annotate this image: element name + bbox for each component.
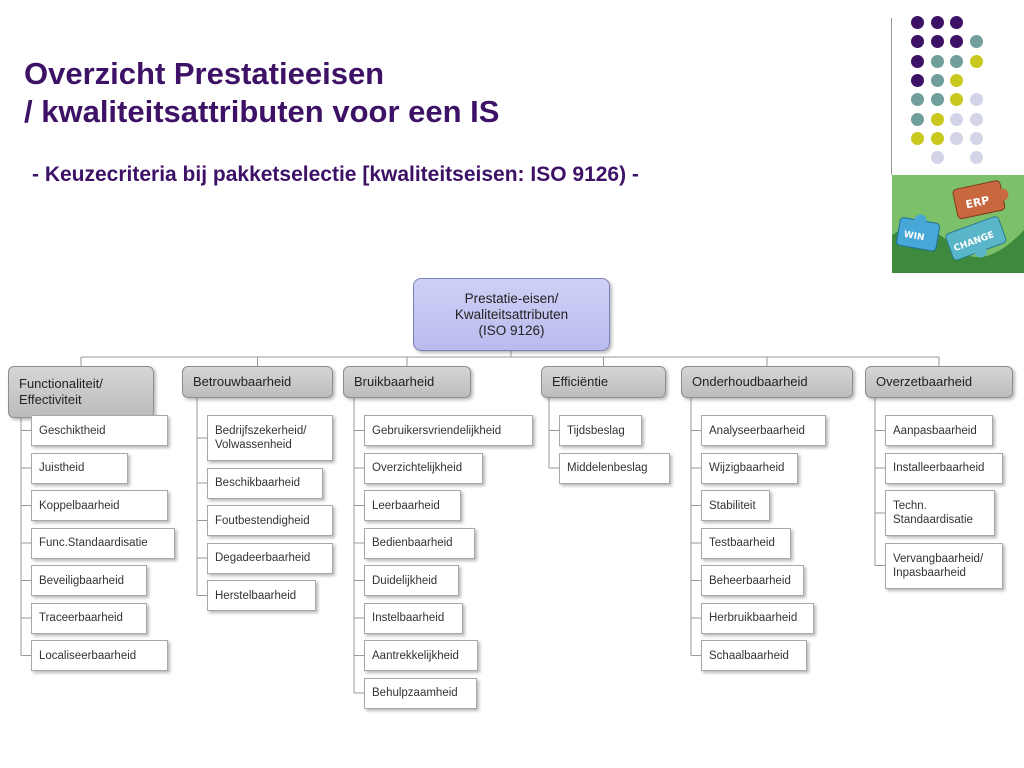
attribute-node: Gebruikersvriendelijkheid [364,415,533,446]
attribute-node: Techn. Standaardisatie [885,490,995,536]
attribute-node: Aantrekkelijkheid [364,640,478,671]
attribute-node: Herbruikbaarheid [701,602,814,634]
attribute-node: Analyseerbaarheid [701,415,826,446]
decorative-dot [950,54,963,68]
attribute-node: Func.Standaardisatie [31,527,175,559]
attribute-node: Geschiktheid [31,415,168,446]
decorative-dot [930,112,944,126]
category-node: Efficiëntie [541,366,666,398]
erp-puzzle-image: ERP WIN CHANGE [892,175,1024,273]
decorative-dot [969,54,983,68]
decorative-dot [950,93,963,107]
decorative-dot [930,93,944,107]
decorative-dot [911,93,924,107]
attribute-node: Beveiligbaarheid [31,565,147,596]
decorative-dot [950,16,963,29]
slide-title: Overzicht Prestatieeisen / kwaliteitsatt… [24,55,499,131]
attribute-node: Instelbaarheid [364,602,463,634]
decorative-dot [969,151,983,165]
connector-lines [20,351,940,694]
decorative-dot [930,151,944,165]
decorative-dot [950,73,963,87]
attribute-node: Duidelijkheid [364,565,459,596]
decorative-dot [969,131,983,145]
attribute-node: Installeerbaarheid [885,452,1003,484]
quality-attributes-tree-diagram: Prestatie-eisen/ Kwaliteitsattributen (I… [0,270,1024,720]
attribute-node: Leerbaarheid [364,490,461,521]
decorative-dot [930,73,944,87]
attribute-node: Overzichtelijkheid [364,452,483,484]
attribute-node: Vervangbaarheid/ Inpasbaarheid [885,542,1003,589]
category-node: Overzetbaarheid [865,366,1013,398]
attribute-node: Juistheid [31,452,128,484]
attribute-node: Foutbestendigheid [207,505,333,536]
decorative-dot [950,131,963,145]
decorative-dot [930,16,944,29]
attribute-node: Koppelbaarheid [31,490,168,521]
decorative-dot [911,131,924,145]
category-node: Bruikbaarheid [343,366,471,398]
decorative-dot [911,54,924,68]
decorative-dot [930,35,944,49]
slide-title-line-1: Overzicht Prestatieeisen [24,56,385,91]
attribute-node: Wijzigbaarheid [701,452,798,484]
root-node: Prestatie-eisen/ Kwaliteitsattributen (I… [413,278,610,351]
decorative-dot [969,93,983,107]
attribute-node: Traceerbaarheid [31,602,147,634]
decorative-dot [969,112,983,126]
category-node: Onderhoudbaarheid [681,366,853,398]
win-label: WIN [903,230,925,243]
puzzle-illustration: ERP WIN CHANGE [892,175,1024,273]
category-node: Betrouwbaarheid [182,366,333,398]
decorative-dot [969,35,983,49]
attribute-node: Bedienbaarheid [364,527,475,559]
attribute-node: Beheerbaarheid [701,565,804,596]
decorative-dot [930,54,944,68]
attribute-node: Behulpzaamheid [364,677,477,709]
slide-subtitle: - Keuzecriteria bij pakketselectie [kwal… [32,163,639,186]
decorative-dot [911,16,924,29]
category-node: Functionaliteit/ Effectiviteit [8,366,154,418]
attribute-node: Testbaarheid [701,527,791,559]
decorative-dot [930,131,944,145]
vertical-divider [891,18,892,175]
attribute-node: Degadeerbaarheid [207,542,333,574]
attribute-node: Herstelbaarheid [207,580,316,611]
attribute-node: Aanpasbaarheid [885,415,993,446]
attribute-node: Bedrijfszekerheid/ Volwassenheid [207,415,333,461]
decorative-dot [950,35,963,49]
decorative-dot [911,112,924,126]
attribute-node: Schaalbaarheid [701,640,807,671]
attribute-node: Stabiliteit [701,490,770,521]
attribute-node: Beschikbaarheid [207,467,323,499]
decorative-dot [911,73,924,87]
attribute-node: Localiseerbaarheid [31,640,168,671]
slide-title-line-2: / kwaliteitsattributen voor een IS [24,94,500,129]
attribute-node: Tijdsbeslag [559,415,642,446]
decorative-dot [950,112,963,126]
erp-label: ERP [964,194,990,212]
decorative-dot [911,35,924,49]
attribute-node: Middelenbeslag [559,452,670,484]
